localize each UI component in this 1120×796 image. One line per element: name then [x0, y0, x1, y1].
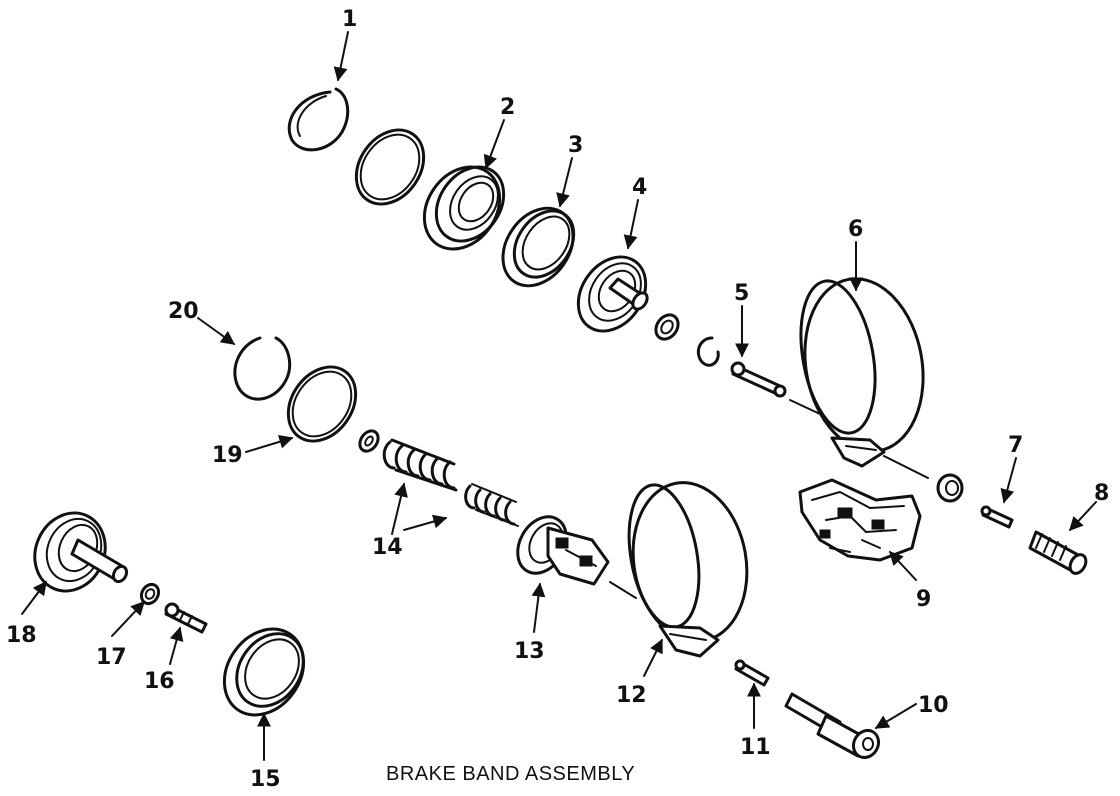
part-14-springs — [382, 438, 519, 527]
callout-19: 19 — [212, 443, 243, 468]
callout-20: 20 — [168, 299, 199, 324]
callout-6: 6 — [848, 217, 863, 242]
callout-2: 2 — [500, 95, 515, 120]
part-19-seal-ring — [286, 365, 358, 443]
callout-3: 3 — [568, 133, 583, 158]
leader-lines — [21, 31, 1097, 761]
callout-9: 9 — [916, 587, 931, 612]
callout-1: 1 — [342, 7, 357, 32]
part-17-washer — [139, 582, 161, 606]
part-16-stud — [164, 602, 208, 634]
part-11-pin — [734, 659, 770, 687]
washer-spring-seat — [358, 429, 380, 453]
part-15-seal — [222, 627, 306, 717]
part-4-piston-pin — [576, 255, 649, 333]
callout-11: 11 — [740, 735, 771, 760]
part-13-servo-piston — [516, 515, 610, 586]
part-12-brake-band — [627, 481, 749, 658]
callout-12: 12 — [616, 683, 647, 708]
callout-4: 4 — [632, 175, 647, 200]
part-18-drum-shaft — [33, 511, 129, 593]
washer-small — [654, 313, 680, 341]
callout-8: 8 — [1094, 481, 1109, 506]
callout-15: 15 — [250, 767, 281, 792]
retaining-clip — [696, 336, 720, 367]
part-3-seal — [501, 206, 576, 288]
part-2-piston — [422, 165, 506, 251]
callout-14: 14 — [372, 535, 403, 560]
seal-ring-upper — [354, 128, 426, 206]
part-8-adjuster — [1028, 530, 1088, 575]
part-5-pin — [730, 361, 787, 398]
part-20-snap-ring — [233, 336, 292, 401]
part-9-servo-body — [798, 478, 922, 562]
callout-7: 7 — [1008, 433, 1023, 458]
callout-18: 18 — [6, 623, 37, 648]
callout-numbers: 1 2 3 4 5 6 7 8 9 10 11 12 13 14 15 16 1… — [6, 7, 1109, 792]
callout-10: 10 — [918, 693, 949, 718]
part-1-snap-ring — [287, 87, 350, 152]
part-10-servo-rod — [784, 692, 881, 760]
callout-16: 16 — [144, 669, 175, 694]
callout-13: 13 — [514, 639, 545, 664]
callout-17: 17 — [96, 645, 127, 670]
part-7-bolt — [980, 505, 1014, 529]
diagram-caption: BRAKE BAND ASSEMBLY — [386, 763, 635, 785]
callout-5: 5 — [734, 281, 749, 306]
part-6-brake-band — [799, 277, 929, 479]
adjusting-nut — [936, 473, 964, 503]
